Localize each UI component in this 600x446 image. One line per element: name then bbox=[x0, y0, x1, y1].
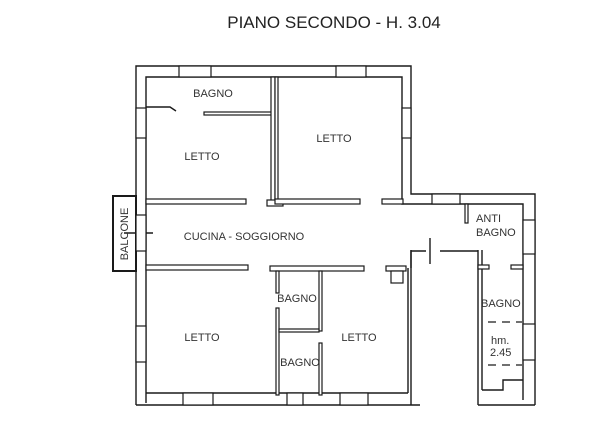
label-bagno-mid-1: BAGNO bbox=[277, 293, 317, 305]
label-bagno-top: BAGNO bbox=[193, 88, 233, 100]
label-hm: hm. bbox=[491, 335, 509, 347]
label-bagno-right: BAGNO bbox=[481, 298, 521, 310]
label-balcone: BALCONE bbox=[119, 208, 131, 261]
label-letto-top-right: LETTO bbox=[316, 133, 352, 145]
label-hm-value: 2.45 bbox=[490, 347, 511, 359]
label-letto-bottom-left: LETTO bbox=[184, 332, 220, 344]
label-cucina-soggiorno: CUCINA - SOGGIORNO bbox=[184, 231, 305, 243]
label-bagno-mid-2: BAGNO bbox=[280, 357, 320, 369]
label-letto-bottom-right: LETTO bbox=[341, 332, 377, 344]
interior-walls bbox=[145, 76, 524, 396]
label-letto-top-left: LETTO bbox=[184, 151, 220, 163]
plan-title: PIANO SECONDO - H. 3.04 bbox=[227, 13, 441, 32]
windows bbox=[135, 65, 536, 406]
label-anti-bagno-1: ANTI bbox=[476, 213, 501, 225]
label-anti-bagno-2: BAGNO bbox=[476, 227, 516, 239]
room-labels: BAGNO LETTO LETTO CUCINA - SOGGIORNO BAL… bbox=[119, 88, 521, 369]
